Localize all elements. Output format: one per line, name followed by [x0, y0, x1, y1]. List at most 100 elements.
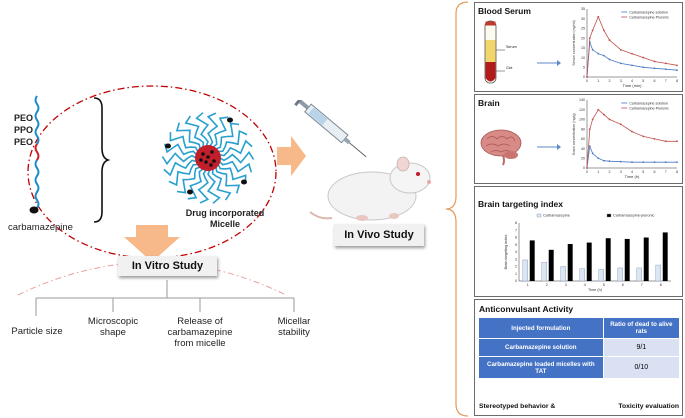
data-point: [676, 69, 678, 72]
bar: [522, 259, 528, 282]
bar: [586, 242, 592, 281]
data-point: [676, 64, 678, 67]
bar: [567, 244, 573, 281]
x-tick-label: 6: [622, 283, 624, 287]
x-tick-label: 8: [676, 170, 678, 174]
bar: [655, 264, 661, 282]
data-point: [631, 52, 633, 55]
brain-targeting-title: Brain targeting index: [478, 199, 564, 209]
y-tick-label: 80: [581, 127, 585, 131]
y-tick-label: 100: [579, 118, 585, 122]
data-point: [619, 48, 622, 51]
legend-label: Carbamazepine solution: [629, 10, 668, 14]
in-vitro-item-microscopic-shape: Microscopic shape: [80, 316, 146, 338]
header-formulation: Injected formulation: [478, 317, 604, 339]
x-tick-label: 7: [665, 170, 667, 174]
micelle-arm: [169, 132, 199, 152]
y-tick-label: 120: [579, 108, 585, 112]
micelle-arm: [187, 168, 204, 200]
micelle-arm: [215, 122, 240, 150]
row-ratio: 9/1: [602, 338, 681, 357]
right-arrow-icon: [277, 136, 306, 176]
micelle-drug-dot: [204, 160, 208, 164]
bar: [579, 268, 585, 282]
micelle-arm: [163, 159, 197, 177]
x-tick-label: 3: [620, 79, 622, 83]
y-axis-label: Brain targeting index: [504, 234, 508, 269]
data-point: [602, 113, 605, 116]
tube-label-clot: Clot: [506, 66, 513, 70]
legend-label: Carbamazepine-Pluronic: [629, 15, 669, 19]
header-ratio: Ratio of dead to alive rats: [602, 317, 681, 339]
y-tick-label: 5: [515, 243, 517, 247]
x-tick-label: 5: [603, 283, 605, 287]
micelle-arm: [218, 129, 248, 153]
item-line: Particle size: [11, 326, 63, 337]
x-tick-label: 7: [665, 79, 667, 83]
micelle-arm: [197, 169, 210, 204]
rat-icon: [309, 156, 431, 221]
peo-label-bottom: PEO: [14, 137, 34, 147]
data-point: [597, 108, 600, 111]
in-vitro-title: In Vitro Study: [118, 256, 217, 276]
bar: [529, 240, 535, 281]
bar: [643, 237, 649, 281]
micelle-arm: [212, 116, 229, 148]
anticonvulsant-footer: Stereotyped behavior & Toxicity evaluati…: [479, 403, 679, 410]
y-tick-label: 0: [515, 279, 517, 283]
legend-label: Carbamazepine solution: [629, 101, 668, 105]
tube-label-serum: Serum: [506, 45, 517, 49]
micelle-arm: [163, 143, 198, 156]
micelle-icon: [161, 112, 255, 204]
footer-right: Toxicity evaluation: [618, 403, 679, 410]
data-point: [597, 157, 600, 160]
bar: [662, 232, 668, 281]
data-point: [653, 161, 656, 164]
data-point: [619, 123, 622, 126]
data-point: [619, 62, 622, 65]
y-tick-label: 30: [581, 17, 585, 21]
bar: [605, 238, 611, 281]
data-point: [631, 130, 633, 133]
y-tick-label: 4: [515, 250, 517, 254]
y-tick-label: 25: [581, 27, 585, 31]
anticonvulsant-panel: Anticonvulsant Activity Injected formula…: [474, 299, 683, 416]
x-tick-label: 1: [597, 170, 599, 174]
data-point: [653, 67, 656, 70]
data-point: [591, 118, 594, 121]
y-axis-label: Brain concentration (ng/g): [572, 113, 576, 154]
y-tick-label: 0: [583, 75, 585, 79]
y-axis-label: Serum concentration (ng/ml): [572, 20, 576, 65]
table-header-row: Injected formulation Ratio of dead to al…: [478, 317, 681, 339]
footer-left: Stereotyped behavior &: [479, 403, 556, 410]
micelle-drug-dot: [210, 150, 214, 154]
bar: [541, 261, 547, 282]
data-point: [664, 140, 667, 143]
free-drug-dot: [227, 117, 233, 123]
x-tick-label: 5: [642, 79, 644, 83]
free-drug-dot: [187, 189, 193, 195]
y-tick-label: 8: [515, 221, 517, 225]
item-line: from micelle: [174, 338, 226, 349]
data-point: [642, 66, 645, 69]
data-point: [664, 62, 667, 65]
x-tick-label: 8: [676, 79, 678, 83]
bar: [617, 267, 623, 282]
table-row: Carbamazepine solution 9/1: [478, 338, 681, 357]
free-drug-dot: [165, 143, 171, 149]
y-tick-label: 140: [579, 98, 585, 102]
x-tick-label: 2: [609, 79, 611, 83]
in-vitro-item-particle-size: Particle size: [2, 326, 72, 337]
micelle-drug-dot: [212, 159, 216, 163]
data-point: [642, 56, 645, 59]
legend-label: Carbamazepine: [543, 214, 570, 218]
data-point: [591, 152, 594, 155]
blood-tube-icon: [484, 20, 505, 84]
carbamazepine-dot-icon: [29, 206, 39, 214]
data-point: [664, 68, 667, 71]
data-point: [608, 118, 611, 121]
